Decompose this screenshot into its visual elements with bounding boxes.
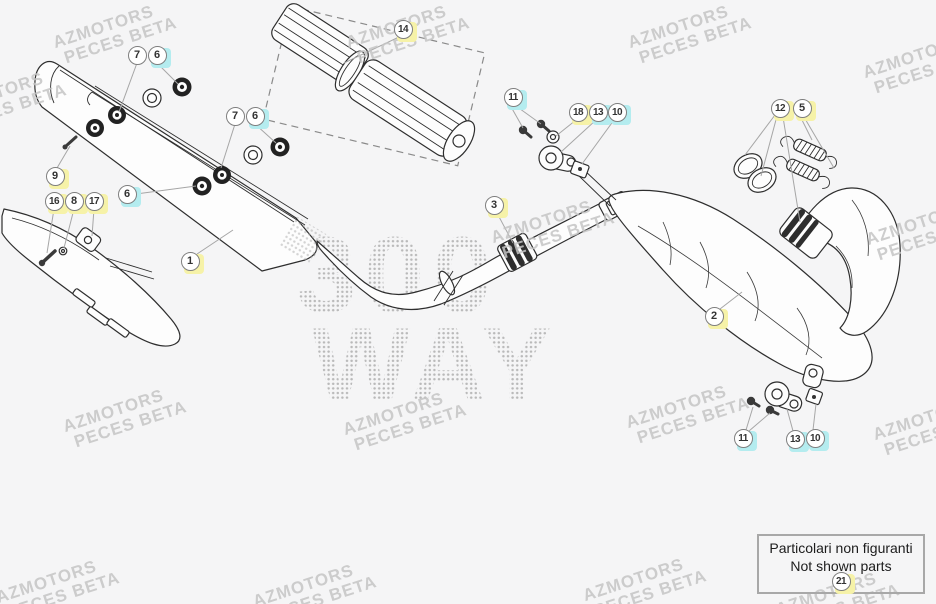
callout-14-4: 14 [393,19,413,39]
silencer-part [34,60,327,272]
callout-7-2: 7 [225,106,245,126]
heat-shield-part [1,208,181,347]
lower-mount-bracket-part [746,381,824,416]
shield-bolt-part [41,249,57,264]
callout-10-21: 10 [805,428,825,448]
silencer-packing-part [262,3,486,167]
callout-13-7: 13 [588,102,608,122]
upper-mount-bracket-part [518,119,617,207]
svg-text:300: 300 [296,214,500,335]
svg-text:WAY: WAY [312,307,557,423]
callout-16-12: 16 [44,191,64,211]
callout-6-3: 6 [245,106,265,126]
callout-6-1: 6 [147,45,167,65]
callout-5-10: 5 [792,98,812,118]
model-watermark: 300 WAY [296,214,557,423]
callout-3-16: 3 [484,195,504,215]
callout-18-6: 18 [568,102,588,122]
pipe-seal-part [497,232,538,272]
callout-13-20: 13 [785,429,805,449]
expansion-chamber-part [608,187,901,389]
clip-hole [83,235,93,245]
mid-pipe-part [316,191,632,310]
pin-part [64,135,78,148]
callout-17-14: 17 [84,191,104,211]
callout-7-0: 7 [127,45,147,65]
callout-2-18: 2 [704,306,724,326]
callout-8-13: 8 [64,191,84,211]
not-shown-parts-title-it: Particolari non figuranti [769,540,913,556]
callout-1-17: 1 [180,251,200,271]
callout-12-9: 12 [770,98,790,118]
callout-9-11: 9 [45,166,65,186]
callout-6-15: 6 [117,184,137,204]
callout-11-19: 11 [733,428,753,448]
callout-21-22: 21 [831,571,851,591]
grommet-parts [86,77,290,196]
callout-10-8: 10 [607,102,627,122]
exhaust-spring-parts [773,135,837,189]
not-shown-parts-title-en: Not shown parts [790,558,892,574]
callout-11-5: 11 [503,87,523,107]
o-ring-parts [733,153,777,193]
